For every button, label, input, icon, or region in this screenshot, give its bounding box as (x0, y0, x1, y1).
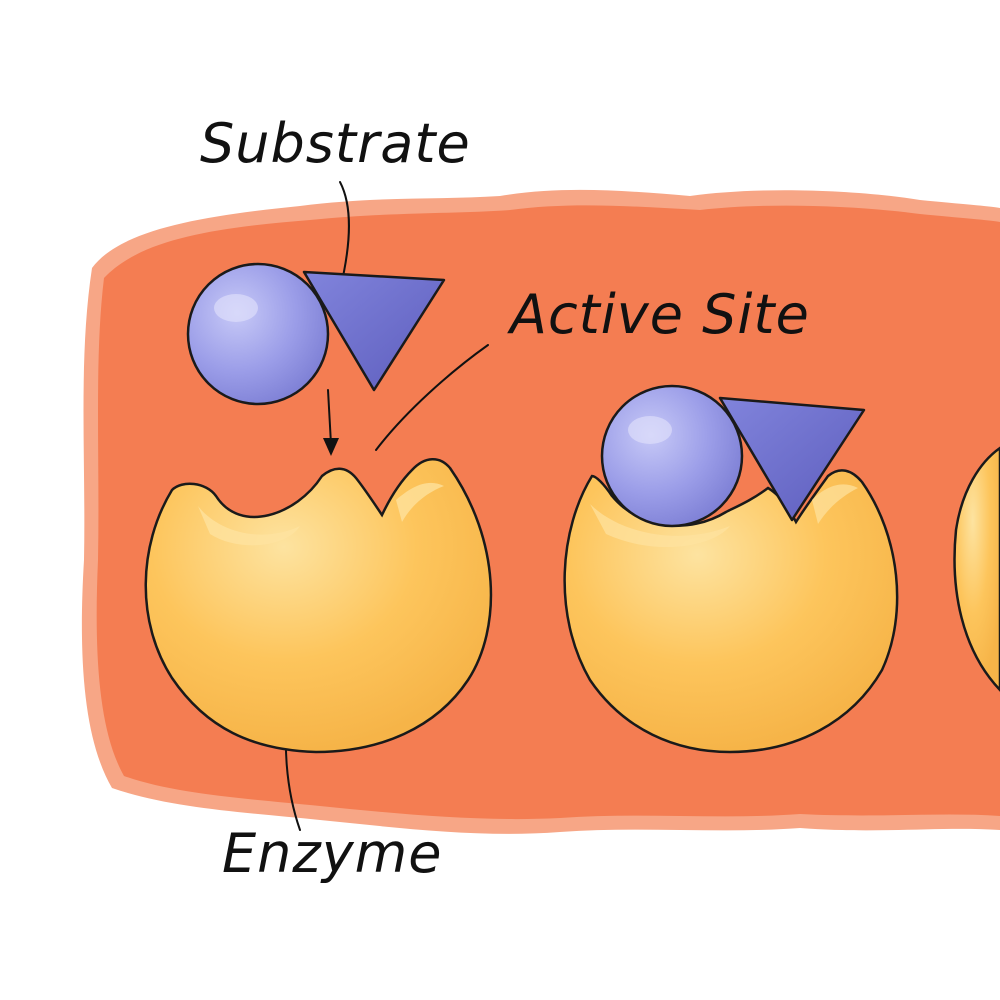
binding-arrow-shaft (327, 389, 332, 445)
substrate-circle-icon (186, 262, 330, 406)
substrate-circle-icon (600, 384, 744, 528)
substrate-triangle-icon (718, 396, 866, 522)
active-site-leader-line (375, 344, 489, 451)
active-site-label: Active Site (510, 283, 810, 346)
substrate-bound (600, 384, 866, 528)
enzyme-right-partial (953, 446, 1000, 692)
enzyme-middle (563, 469, 899, 754)
enzyme-label: Enzyme (222, 822, 443, 885)
substrate-triangle-icon (302, 270, 446, 392)
binding-arrow-head-icon (323, 438, 339, 456)
substrate-label: Substrate (200, 112, 471, 175)
enzyme-left (144, 458, 493, 754)
substrate-free (186, 262, 446, 406)
